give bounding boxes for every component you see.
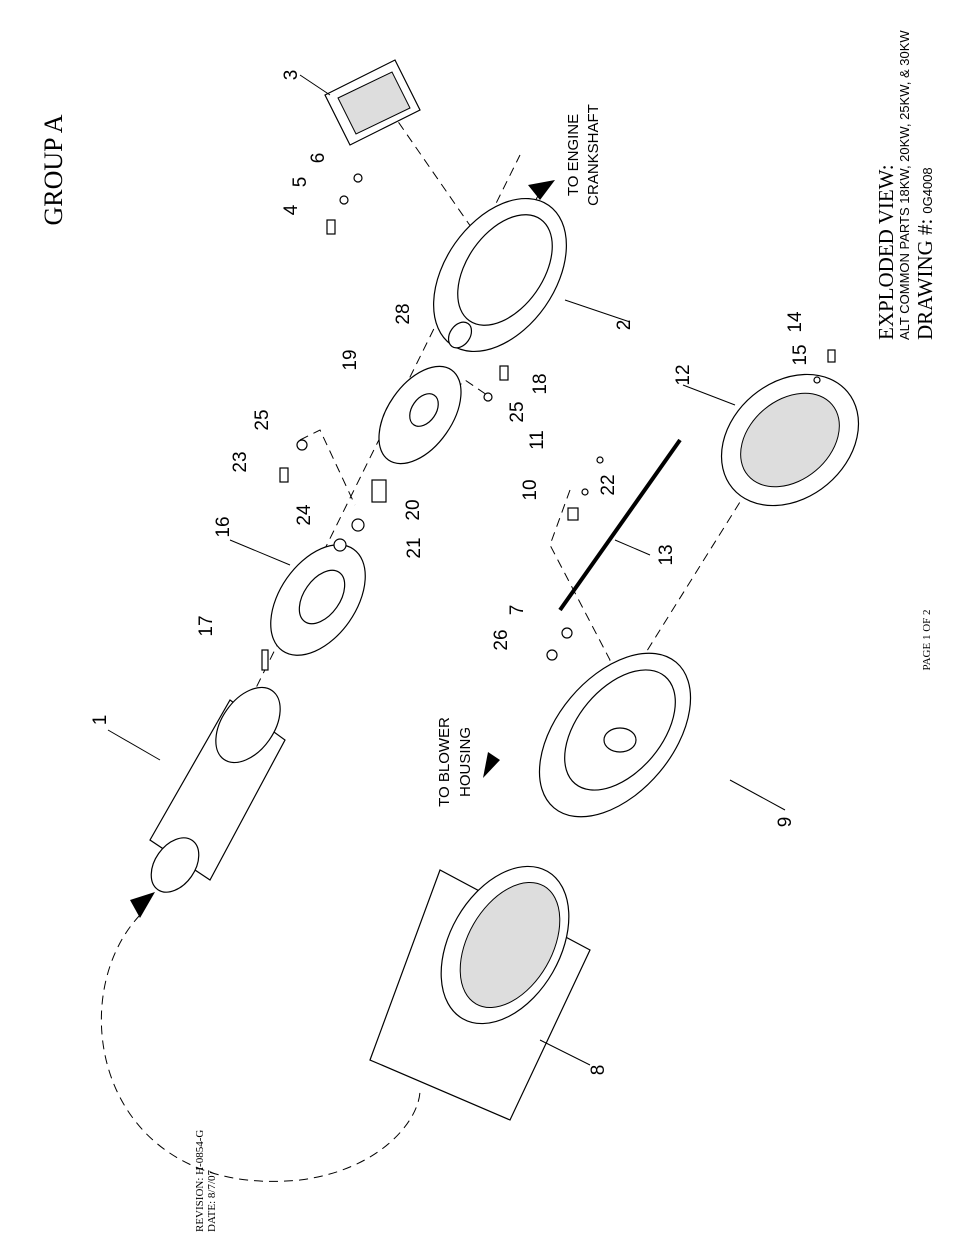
part-label-25b: 25 [507,401,528,422]
part-1-rotor [149,686,286,893]
hardware [261,173,836,671]
part-label-28: 28 [393,303,414,324]
part-3-louver [324,59,421,146]
part-label-16: 16 [213,516,234,537]
part-label-2: 2 [614,320,635,331]
part-label-21: 21 [404,537,425,558]
part-numbers: 3 6 5 4 2 28 19 25 23 18 25 11 10 22 24 … [90,70,811,1076]
part-label-14: 14 [785,311,806,333]
part-label-4: 4 [281,204,302,215]
callout-engine-1: TO ENGINE [565,114,582,196]
part-label-11: 11 [527,430,548,450]
part-label-7: 7 [507,605,528,616]
part-label-9: 9 [775,817,796,828]
part-2-adapter [433,197,567,353]
arrow-rotor-icon [130,892,155,918]
svg-text:DRAWING #:0G4008: DRAWING #: 0G4008 [913,167,937,340]
callout-engine-2: CRANKSHAFT [585,104,602,206]
part-label-23: 23 [230,451,251,472]
part-label-6: 6 [308,153,329,164]
part-12-cover [720,373,860,507]
part-label-24: 24 [294,504,315,526]
callout-blower-1: TO BLOWER [436,717,453,807]
part-label-18: 18 [530,373,551,394]
callout-blower-2: HOUSING [457,727,474,797]
date: DATE: 8/7/07 [206,1169,218,1232]
part-label-10: 10 [520,479,541,500]
drawing-number-value: 0G4008 [920,167,935,213]
part-label-22: 22 [598,474,619,495]
arrow-engine-icon [528,180,555,200]
part-label-25a: 25 [252,409,273,430]
part-label-19: 19 [340,349,361,370]
part-19-fan-disc [378,365,462,465]
drawing-number: DRAWING #: 0G4008 [913,167,937,340]
title-line-2: ALT COMMON PARTS 18KW, 20KW, 25KW, & 30K… [897,30,912,340]
leader-lines [107,74,786,1066]
part-label-8: 8 [588,1065,609,1076]
part-label-17: 17 [196,615,217,636]
part-label-5: 5 [290,177,311,188]
page-number: PAGE 1 OF 2 [921,609,933,670]
part-label-1: 1 [90,715,111,726]
group-title: GROUP A [39,114,68,225]
dashed-path [100,914,421,1182]
part-label-15: 15 [790,344,811,365]
drawing-number-label: DRAWING #: [913,219,937,340]
part-label-13: 13 [656,544,677,565]
part-9-bracket [538,652,692,818]
arrow-blower-icon [483,752,500,778]
part-label-26: 26 [491,629,512,650]
part-13-rod [558,438,682,612]
part-16-fan [270,544,366,656]
part-label-3: 3 [281,70,302,81]
part-label-20: 20 [403,499,424,520]
part-28-disc [447,321,473,349]
part-label-12: 12 [673,364,694,385]
revision: REVISION: H-0854-G [194,1130,206,1232]
title-line-1: EXPLODED VIEW: [874,164,898,340]
part-8-stator [369,865,591,1121]
